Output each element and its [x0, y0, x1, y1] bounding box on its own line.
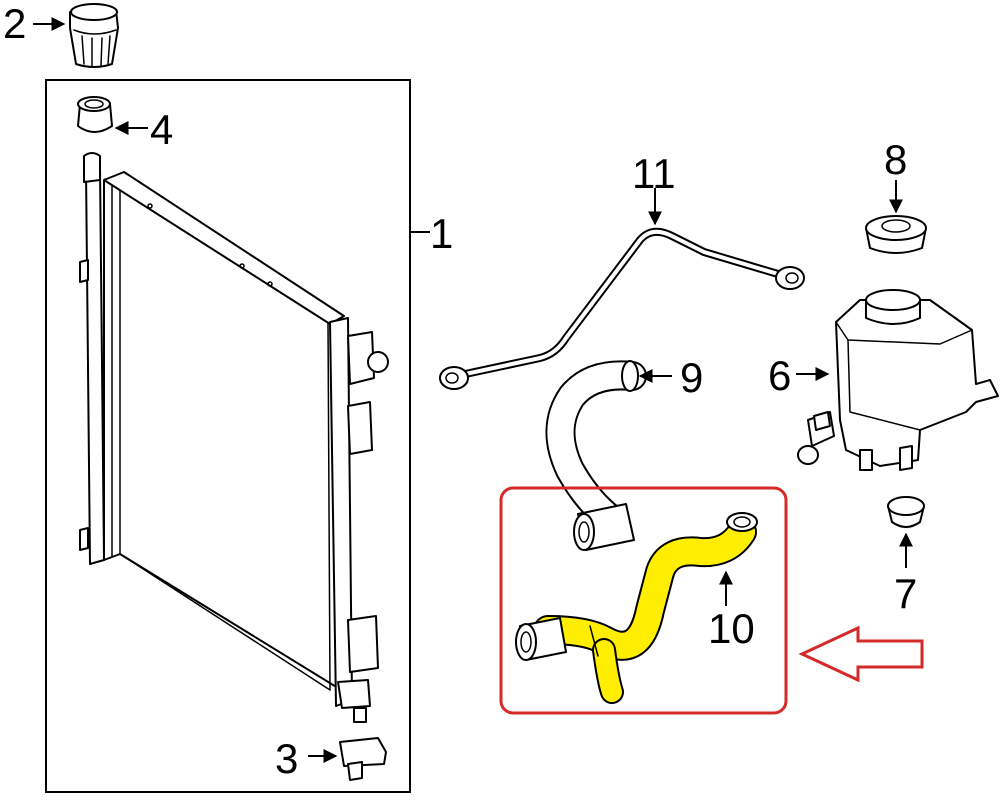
expansion-tank-part[interactable]: [797, 289, 999, 471]
radiator-cap-part[interactable]: [69, 3, 119, 68]
callout-7: 7: [894, 570, 917, 617]
direction-arrow: [798, 625, 924, 683]
upper-mount-bushing-part[interactable]: [77, 96, 113, 133]
callout-6: 6: [768, 352, 791, 399]
radiator-part[interactable]: [79, 152, 389, 723]
tank-mount-grommet-part[interactable]: [887, 496, 925, 528]
upper-hose-part[interactable]: [545, 360, 647, 551]
callout-8: 8: [884, 136, 907, 183]
callout-9: 9: [680, 354, 703, 401]
callout-3: 3: [275, 735, 298, 782]
callout-11: 11: [632, 150, 676, 197]
callout-4: 4: [150, 106, 173, 153]
lower-bracket-part[interactable]: [339, 737, 387, 781]
callout-1: 1: [430, 210, 453, 257]
lower-hose-highlight: [535, 519, 755, 659]
callout-2: 2: [3, 0, 26, 47]
lower-hose-part[interactable]: [515, 512, 758, 704]
vent-line-part[interactable]: [439, 227, 805, 390]
tank-cap-part[interactable]: [865, 215, 927, 254]
radiator-group-box: [45, 79, 411, 793]
callout-10: 10: [708, 605, 755, 652]
highlight-box: [499, 486, 788, 715]
